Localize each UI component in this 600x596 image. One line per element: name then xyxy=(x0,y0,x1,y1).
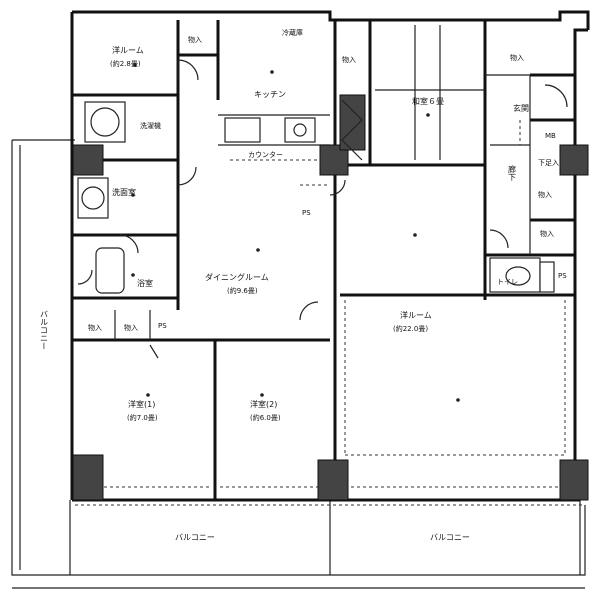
bathtub-icon xyxy=(95,247,125,294)
label-balcony-bottom-2: バルコニー xyxy=(430,533,470,542)
mark-shoebox: 下足入 xyxy=(538,159,559,167)
label-western-large: 洋ルーム xyxy=(400,310,432,320)
label-bath: 浴室 xyxy=(137,278,153,288)
label-japanese: 和室６畳 xyxy=(412,96,444,106)
basin-icon xyxy=(81,186,105,210)
label-storage-4: 物入 xyxy=(88,323,102,332)
room-labels: 洋ルーム (約2.8畳) キッチン 洗面室 浴室 ダイニングルーム (約9.6畳… xyxy=(40,45,530,542)
label-toilet: トイレ xyxy=(497,278,518,286)
pillar-6 xyxy=(559,459,589,501)
pillars xyxy=(72,94,589,501)
label-hall: 廊下 xyxy=(508,164,517,182)
label-dining: ダイニングルーム xyxy=(205,272,269,282)
label-western-1-area: (約7.0畳) xyxy=(127,413,158,422)
pillar-1 xyxy=(72,144,104,176)
pillar-7 xyxy=(339,94,366,151)
label-western-2: 洋室(2) xyxy=(250,399,277,409)
label-dining-area: (約9.6畳) xyxy=(227,286,258,295)
toilet-icon xyxy=(505,266,531,286)
balcony-outline xyxy=(11,139,586,589)
label-western-2-area: (約6.0畳) xyxy=(250,413,281,422)
label-storage-3: 物入 xyxy=(510,53,524,62)
label-kitchen: キッチン xyxy=(254,90,286,99)
mark-washer: 洗濯機 xyxy=(140,121,161,130)
mark-ps-2: PS xyxy=(158,322,167,330)
pillar-3 xyxy=(559,144,589,176)
pillar-5 xyxy=(317,459,349,501)
label-counter: カウンター xyxy=(248,150,283,159)
label-balcony-left: バルコニー xyxy=(40,310,49,350)
doors xyxy=(77,59,568,359)
sink-icon xyxy=(224,117,261,143)
label-storage-2: 物入 xyxy=(342,55,356,64)
storage-labels: 物入 物入 物入 物入 物入 物入 物入 xyxy=(88,35,554,332)
label-storage-5: 物入 xyxy=(124,323,138,332)
washer-icon xyxy=(90,107,120,137)
mark-ps-3: PS xyxy=(558,272,567,280)
marks: PS PS PS MB 下足入 冷蔵庫 洗濯機 xyxy=(140,28,567,330)
label-entrance: 玄関 xyxy=(513,103,529,113)
light-points xyxy=(131,63,460,402)
label-washroom: 洗面室 xyxy=(112,187,136,197)
label-western-small: 洋ルーム xyxy=(112,45,144,55)
dashed-lines xyxy=(80,120,566,488)
mark-mb: MB xyxy=(545,132,556,140)
label-storage-7: 物入 xyxy=(538,190,552,199)
label-western-large-area: (約22.0畳) xyxy=(393,324,428,333)
label-storage-1: 物入 xyxy=(188,35,202,44)
mark-ps-1: PS xyxy=(302,209,311,217)
interior-walls xyxy=(72,20,575,500)
label-western-small-area: (約2.8畳) xyxy=(110,59,141,68)
label-storage-6: 物入 xyxy=(540,229,554,238)
mark-fridge: 冷蔵庫 xyxy=(282,28,303,37)
label-western-1: 洋室(1) xyxy=(128,399,155,409)
fixtures xyxy=(77,25,555,294)
pillar-4 xyxy=(72,454,104,501)
label-balcony-bottom-1: バルコニー xyxy=(175,533,215,542)
